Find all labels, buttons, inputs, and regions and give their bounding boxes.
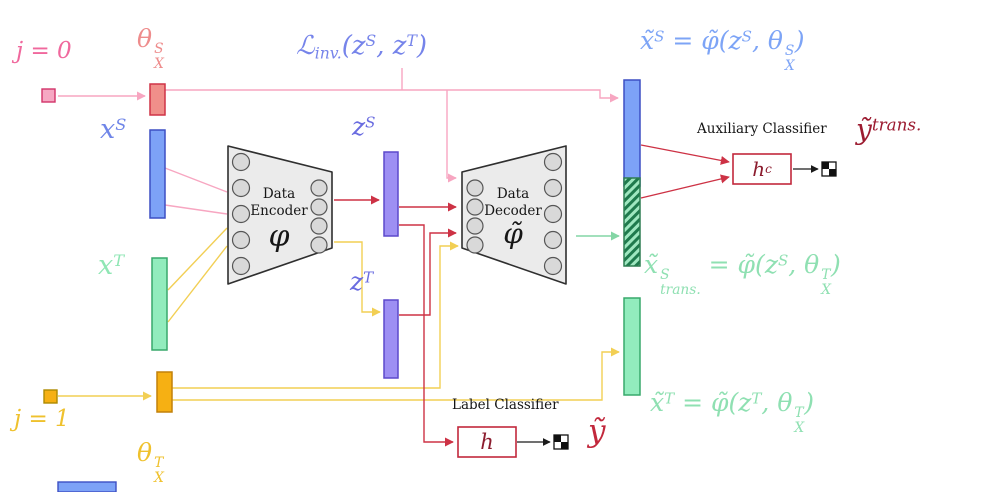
aux-classifier-box (732, 153, 792, 185)
encoder-symbol: φ (268, 219, 290, 254)
y-hat-label: ỹ (588, 413, 606, 449)
x-T-label: xT (98, 250, 125, 281)
theta-T-bar (156, 371, 173, 413)
xhat-T-bar (623, 297, 641, 396)
cropped-blue-bar (57, 481, 117, 492)
z-S-bar (383, 151, 399, 237)
j1-square (43, 389, 58, 404)
xhat-trans-bar (623, 177, 641, 267)
x-S-label: xS (100, 114, 127, 145)
red-connections (334, 144, 730, 447)
decoder-nodes (466, 152, 563, 276)
label-classifier-h: h (480, 429, 494, 454)
z-T-bar (383, 299, 399, 379)
y-hat-sample-square (553, 434, 569, 450)
y-trans-sample-square (821, 161, 837, 177)
j1-label: j = 1 (14, 406, 70, 432)
decoder-label: Data Decoder (484, 186, 542, 219)
x-T-bar (151, 257, 168, 351)
z-S-label: zS (352, 112, 376, 141)
j0-square (41, 88, 56, 103)
theta-S-bar (149, 83, 166, 116)
yellow-connections (58, 227, 620, 401)
xhat-S-bar (623, 79, 641, 187)
aux-classifier-title: Auxiliary Classifier (697, 121, 827, 137)
j0-label: j = 0 (16, 38, 72, 64)
label-classifier-box (457, 426, 517, 458)
encoder-nodes (231, 152, 328, 276)
y-trans-label: ỹtrans. (856, 113, 922, 146)
label-classifier-title: Label Classifier (452, 397, 559, 413)
pink-connections (58, 68, 619, 215)
invariance-loss-label: ℒinv.(zS, zT) (296, 31, 428, 63)
decoder-shape (461, 145, 567, 285)
x-S-bar (149, 129, 166, 219)
encoder-label: Data Encoder (250, 186, 308, 219)
decoder-symbol: φ̃ (503, 217, 523, 250)
encoder-shape (227, 145, 333, 285)
black-connections (517, 165, 819, 446)
z-T-label: zT (350, 267, 374, 296)
